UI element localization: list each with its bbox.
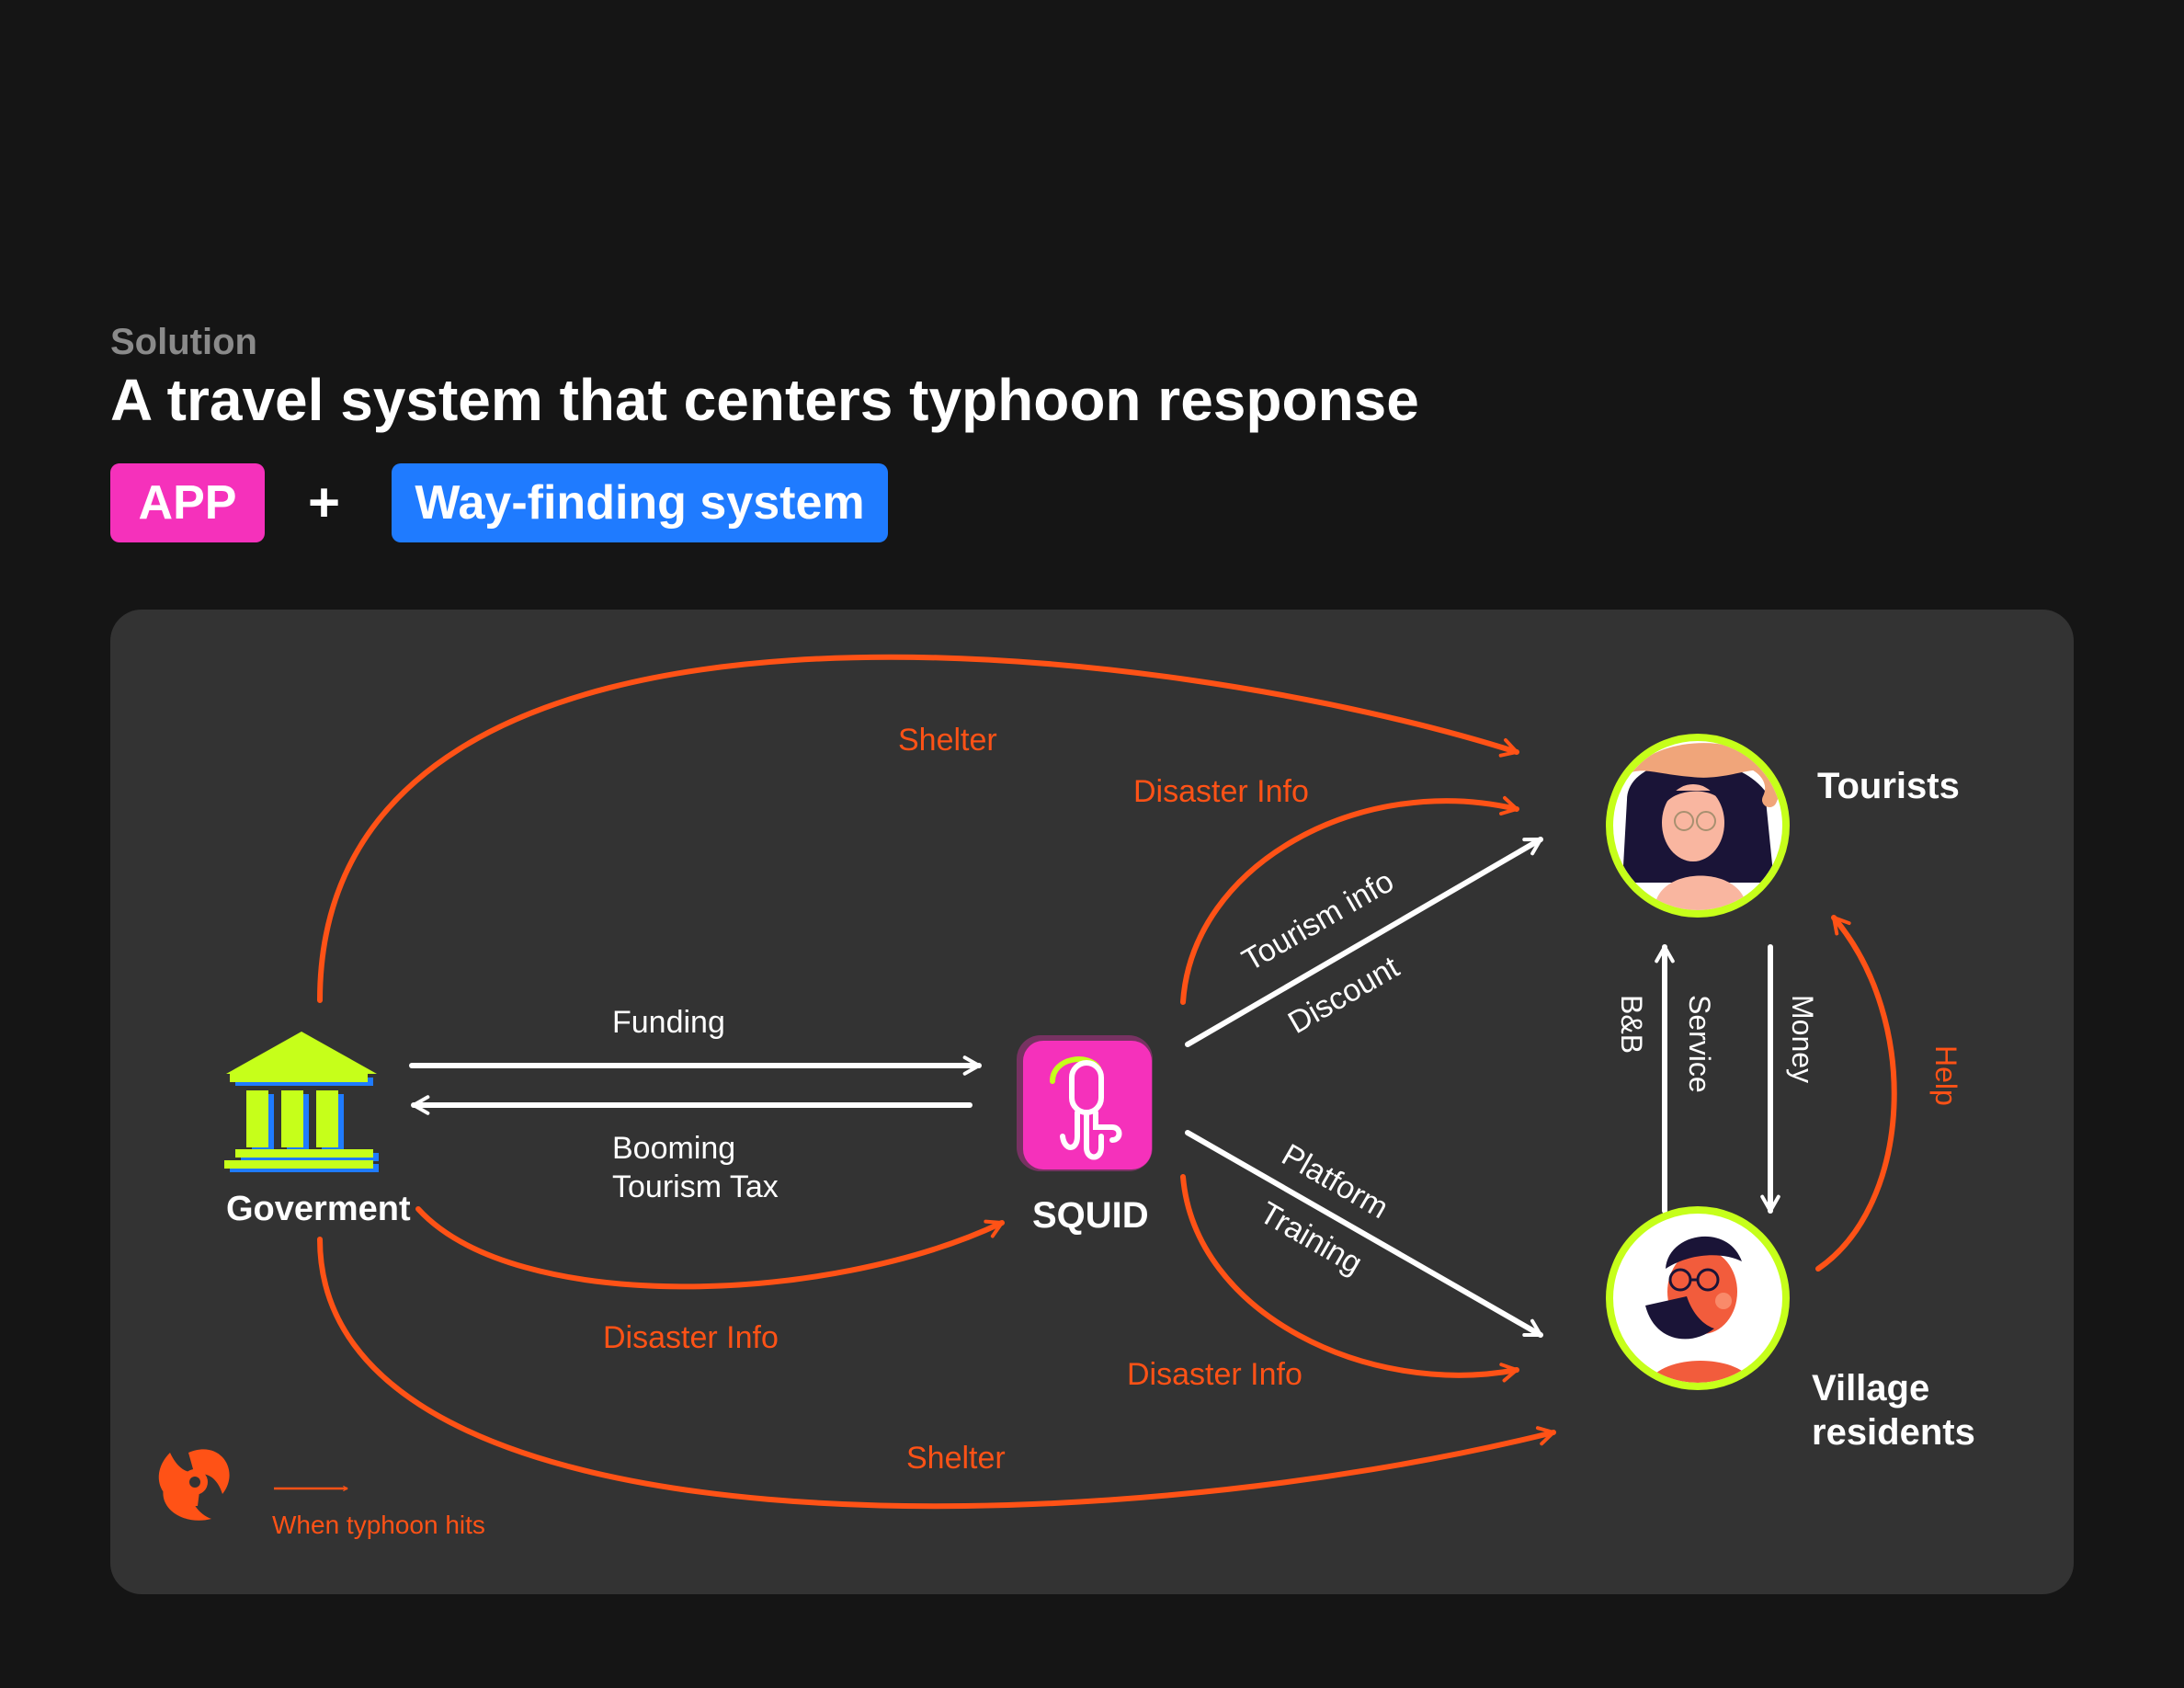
tourists-label: Tourists	[1817, 766, 1960, 806]
flow-shelter-top	[317, 654, 1519, 1003]
app-chip: APP	[110, 463, 265, 542]
flow-disaster-info-tourists	[1180, 795, 1519, 1005]
page-title: A travel system that centers typhoon res…	[110, 367, 1419, 433]
label-help: Help	[1929, 1045, 1962, 1106]
label-bnb: B&B	[1615, 995, 1648, 1054]
label-money: Money	[1786, 995, 1819, 1083]
village-label-line1: Village	[1812, 1368, 1929, 1409]
label-service: Service	[1683, 995, 1716, 1093]
label-funding: Funding	[612, 1005, 725, 1040]
flow-help	[1815, 915, 1897, 1272]
flow-disaster-info-gov-squid	[415, 1206, 1005, 1290]
label-tax-line2: Tourism Tax	[612, 1169, 779, 1204]
legend-label: When typhoon hits	[272, 1511, 485, 1539]
government-label: Goverment	[226, 1190, 411, 1228]
flow-platform	[1185, 1130, 1543, 1338]
squid-label: SQUID	[1032, 1195, 1149, 1236]
eyebrow-label: Solution	[110, 322, 257, 362]
squid-app-icon	[1017, 1035, 1153, 1171]
label-tax-line1: Booming	[612, 1131, 735, 1166]
plus-sign: +	[308, 472, 341, 533]
flow-tourism-info	[1185, 837, 1543, 1047]
typhoon-icon	[158, 1449, 230, 1521]
tourist-avatar	[1606, 734, 1790, 918]
resident-avatar	[1606, 1206, 1790, 1390]
label-disaster-info-tourists: Disaster Info	[1133, 774, 1309, 809]
label-discount: Discount	[1282, 950, 1405, 1041]
label-disaster-info-village: Disaster Info	[1127, 1357, 1302, 1392]
flow-shelter-bottom	[317, 1237, 1556, 1510]
village-label-line2: residents	[1812, 1412, 1975, 1453]
label-shelter-bottom: Shelter	[906, 1441, 1006, 1476]
label-shelter-top: Shelter	[898, 723, 997, 758]
government-building-icon	[224, 1032, 379, 1172]
flow-disaster-info-village	[1180, 1174, 1519, 1383]
wayfinding-chip: Way-finding system	[392, 463, 888, 542]
label-disaster-info-gov-squid: Disaster Info	[603, 1320, 779, 1355]
